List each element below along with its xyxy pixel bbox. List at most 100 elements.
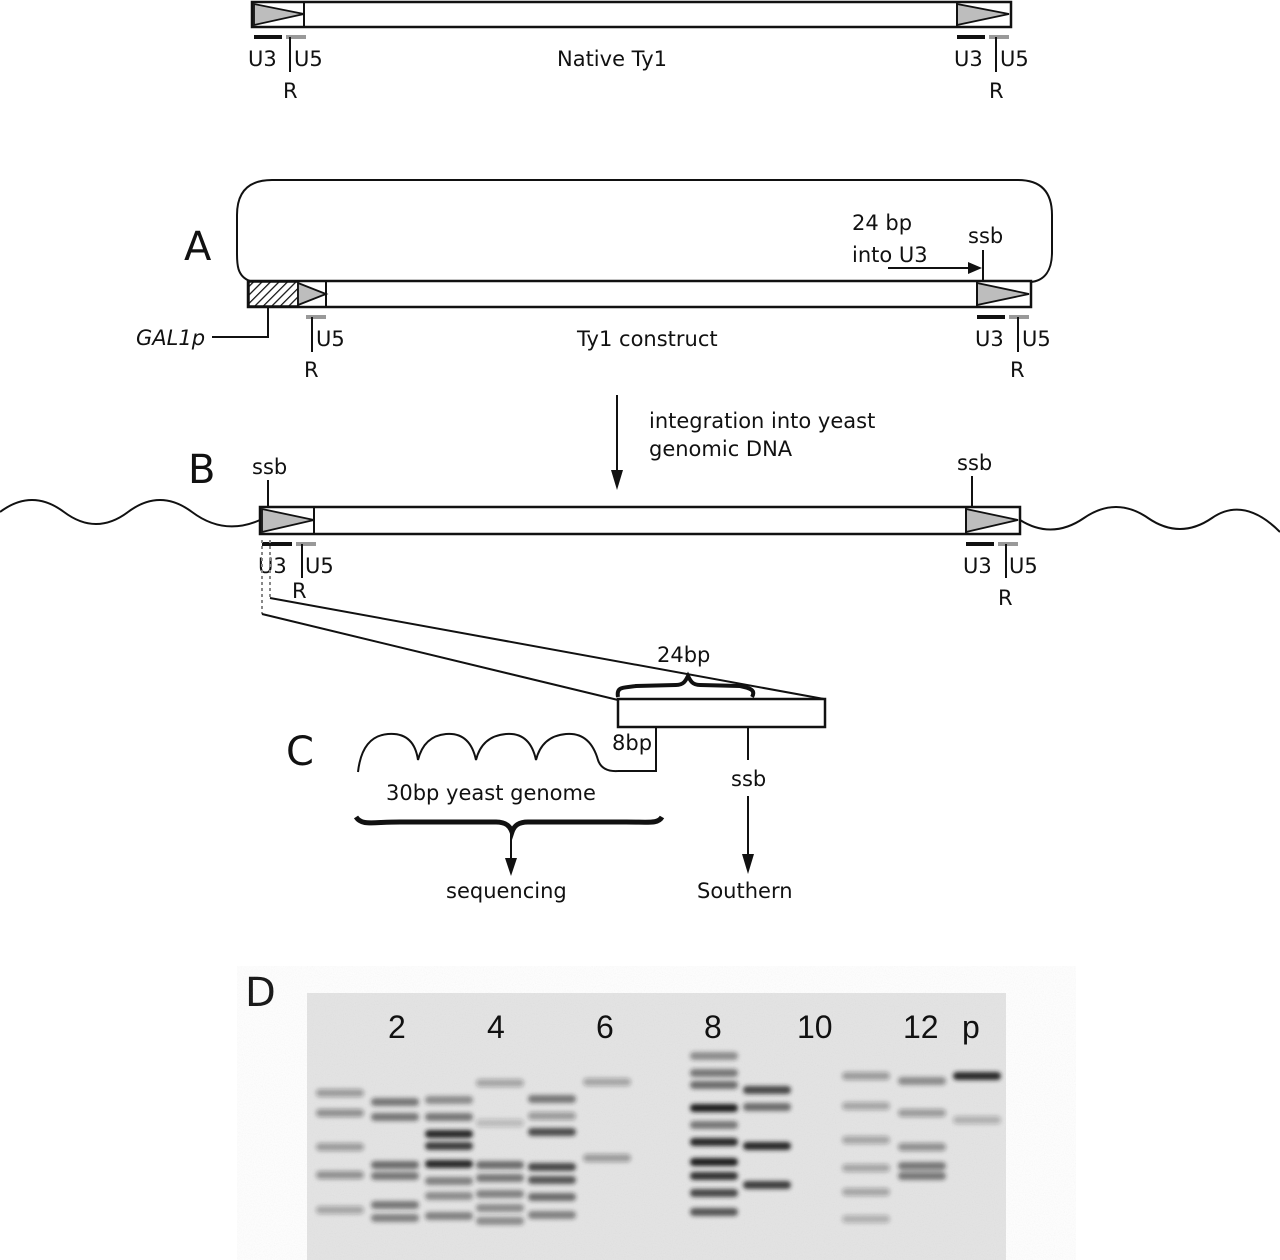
gel-band: [371, 1098, 419, 1106]
gel-band: [528, 1193, 576, 1201]
panel-c-letter: C: [286, 729, 314, 775]
gel-band: [690, 1138, 738, 1146]
panel-a-letter: A: [184, 224, 212, 270]
gel-band: [743, 1181, 791, 1189]
gel-band: [690, 1069, 738, 1077]
gel-band: [476, 1119, 524, 1127]
gel-band: [425, 1142, 473, 1150]
gel-band: [316, 1171, 364, 1179]
integrated-left-u5-label: U5: [305, 554, 334, 578]
gel-band: [842, 1072, 890, 1080]
gel-band: [953, 1116, 1001, 1124]
zoom-box: [616, 697, 827, 729]
genome-left-wave: [0, 499, 261, 528]
genome-label: 30bp yeast genome: [386, 781, 596, 805]
panel-d: D 2 4 6 8 10 12 p: [245, 970, 1006, 1260]
panel-a: A GAL1p U5 R U3 U5 R Ty1 construct ssb 2…: [136, 179, 1053, 382]
gel-band: [476, 1079, 524, 1087]
bp24-brace-icon: [615, 671, 756, 698]
native-right-u3-label: U3: [954, 47, 983, 71]
gel-band: [371, 1172, 419, 1180]
into-u3-arrow-icon: [968, 262, 982, 274]
integrated-left-ltr-icon: [261, 507, 315, 534]
gel-band: [371, 1201, 419, 1209]
gel-band: [953, 1072, 1001, 1080]
native-left-u3-label: U3: [248, 47, 277, 71]
gel-band: [425, 1192, 473, 1200]
gel-band: [528, 1163, 576, 1171]
gel-band: [528, 1211, 576, 1219]
gel-band: [842, 1215, 890, 1223]
native-element-body: [250, 0, 1013, 29]
gel-band: [690, 1189, 738, 1197]
gel-texture: [307, 993, 1006, 1260]
integrated-right-r-label: R: [998, 586, 1013, 610]
panel-b: B ssb ssb U3 U5 R U3 U5 R: [0, 447, 1280, 701]
gel-band: [476, 1174, 524, 1182]
construct-ssb-label: ssb: [968, 224, 1003, 248]
gel-band: [743, 1103, 791, 1111]
construct-right-u3-label: U3: [975, 327, 1004, 351]
gel-band: [425, 1212, 473, 1220]
construct-left-ltr-icon: [297, 281, 329, 307]
construct-body: [246, 279, 1033, 309]
bp24-label: 24bp: [657, 643, 710, 667]
lane-label-8: 8: [704, 1009, 722, 1045]
gel-band: [690, 1208, 738, 1216]
gel-band: [476, 1204, 524, 1212]
native-right-r-label: R: [989, 79, 1004, 103]
native-left-u5-label: U5: [294, 47, 323, 71]
southern-arrow-icon: [742, 854, 754, 874]
gel-band: [316, 1089, 364, 1097]
gal1p-label: GAL1p: [136, 326, 205, 350]
gel-band: [898, 1172, 946, 1180]
construct-title: Ty1 construct: [576, 327, 718, 351]
yeast-genome-wave: [357, 732, 619, 773]
native-ty1: U3 U5 R U3 U5 R Native Ty1: [248, 0, 1029, 103]
native-right-u5-label: U5: [1000, 47, 1029, 71]
sequencing-label: sequencing: [446, 879, 567, 903]
integrated-element-body: [258, 505, 1022, 536]
integration-label-line1: integration into yeast: [649, 409, 875, 433]
gel-band: [425, 1160, 473, 1168]
gel-band: [316, 1206, 364, 1214]
genome-brace-icon: [353, 815, 665, 840]
gel-band: [425, 1130, 473, 1138]
lane-label-4: 4: [487, 1009, 505, 1045]
gel-band: [898, 1162, 946, 1170]
integration-arrow-icon: [611, 470, 623, 490]
gel-band: [316, 1143, 364, 1151]
gel-band: [690, 1121, 738, 1129]
gel-band: [690, 1052, 738, 1060]
construct-left-u5-label: U5: [316, 327, 345, 351]
native-left-r-label: R: [283, 79, 298, 103]
gel-band: [898, 1109, 946, 1117]
gel-band: [583, 1078, 631, 1086]
construct-left-r-label: R: [304, 358, 319, 382]
gel-band: [425, 1113, 473, 1121]
zoom-line-lower: [261, 613, 619, 701]
gel-band: [743, 1086, 791, 1094]
gel-band: [743, 1142, 791, 1150]
construct-right-u5-label: U5: [1022, 327, 1051, 351]
gal1p-promoter-box: [248, 281, 299, 307]
gel-band: [898, 1143, 946, 1151]
integrated-right-u5-label: U5: [1009, 554, 1038, 578]
gel-band: [371, 1113, 419, 1121]
gel-band: [528, 1112, 576, 1120]
construct-right-r-label: R: [1010, 358, 1025, 382]
gel-band: [476, 1190, 524, 1198]
native-left-ltr-icon: [253, 2, 305, 27]
gel-band: [528, 1095, 576, 1103]
lane-label-10: 10: [797, 1009, 833, 1045]
gel-band: [842, 1102, 890, 1110]
integration-step: integration into yeast genomic DNA: [611, 395, 875, 490]
sequencing-arrow-icon: [505, 858, 517, 876]
gel-band: [690, 1158, 738, 1166]
gel-band: [690, 1104, 738, 1112]
gel-band: [690, 1081, 738, 1089]
lane-label-2: 2: [388, 1009, 406, 1045]
gel-band: [898, 1077, 946, 1085]
lane-label-12: 12: [903, 1009, 939, 1045]
